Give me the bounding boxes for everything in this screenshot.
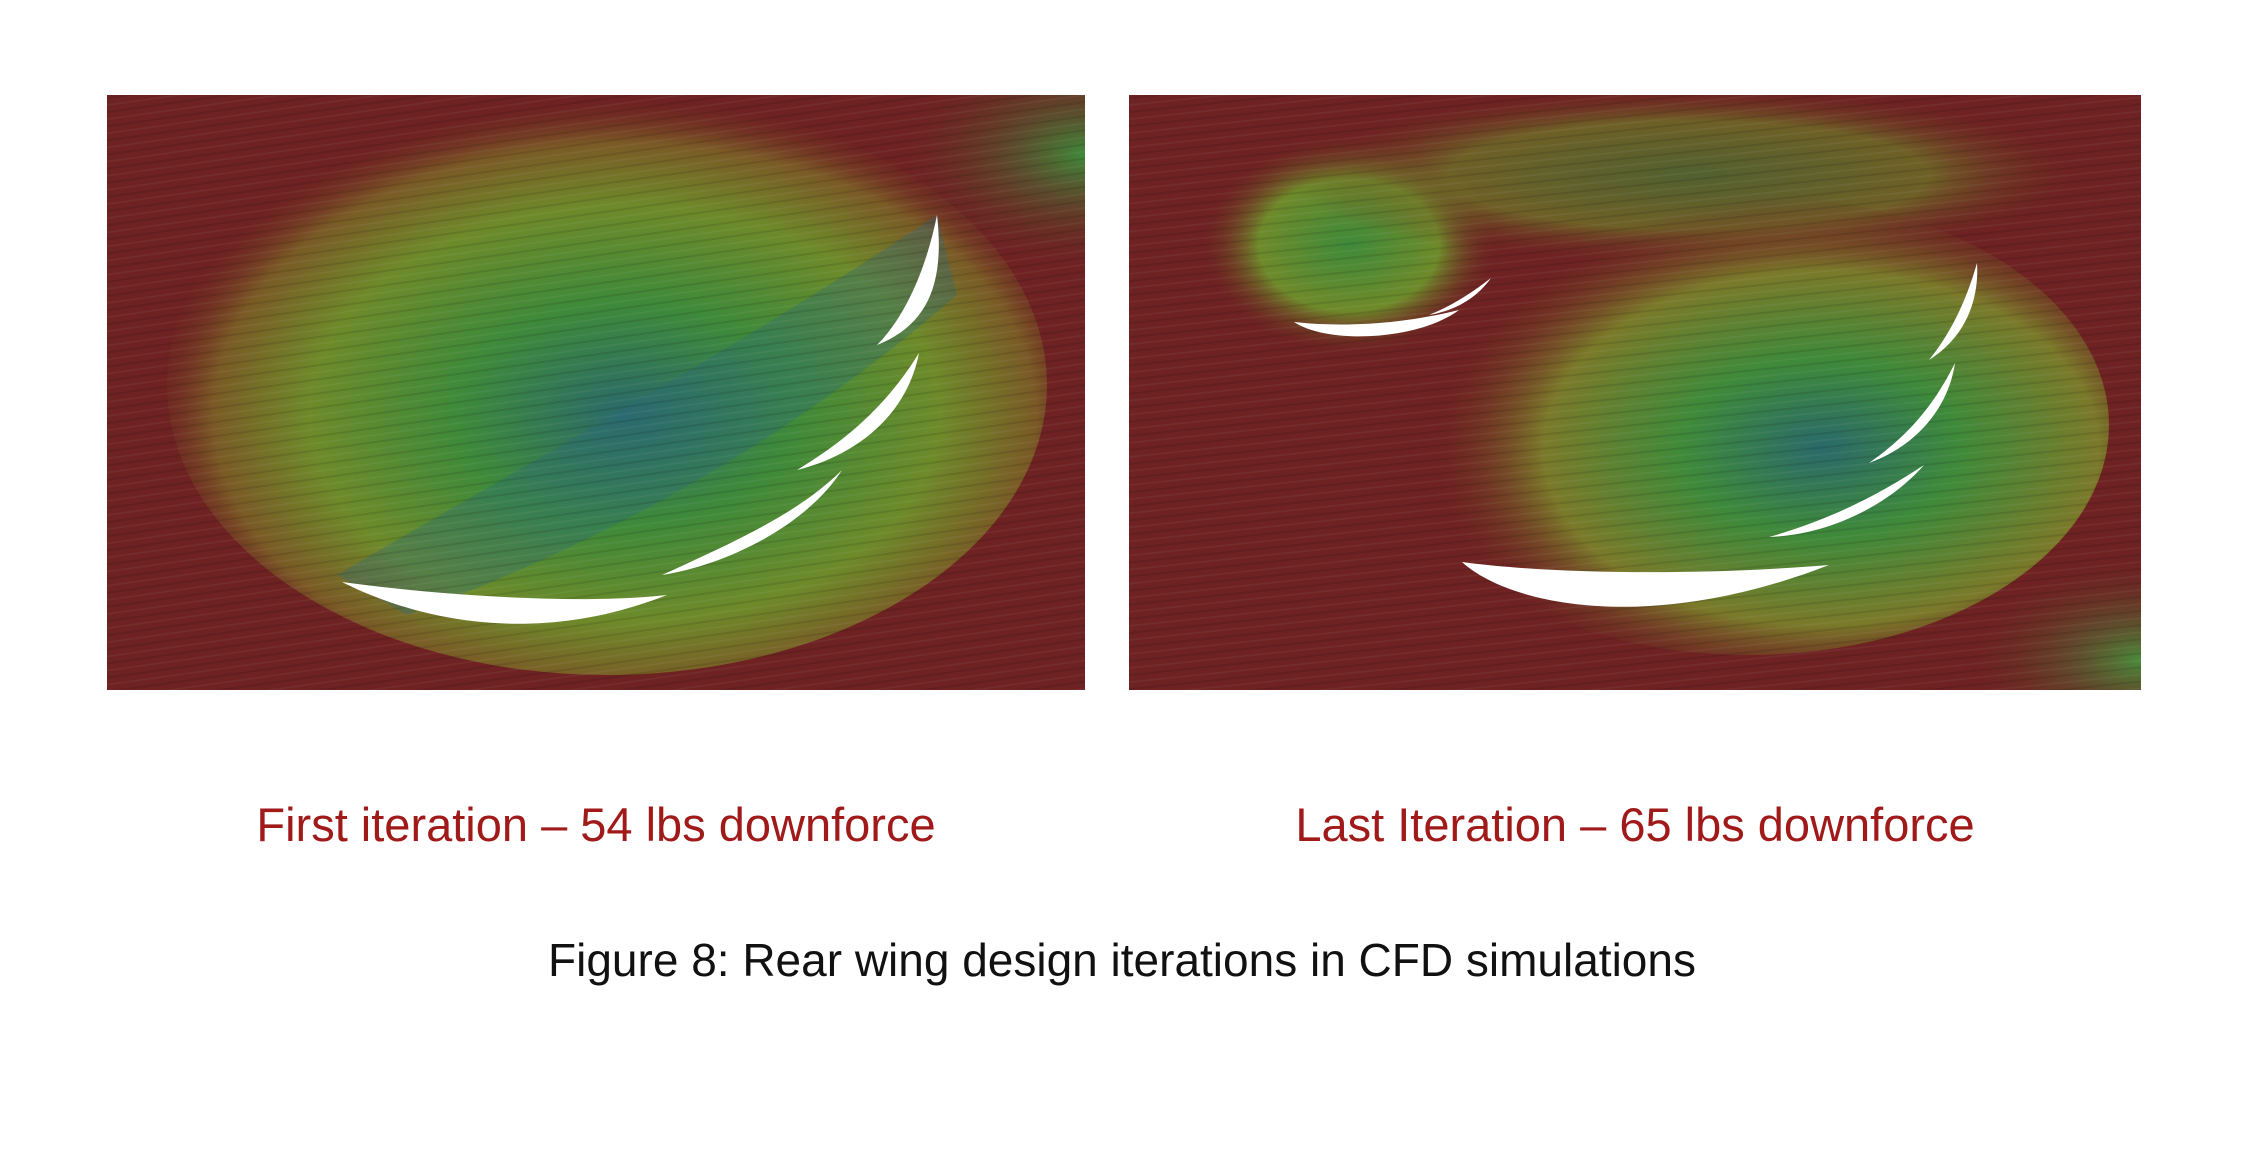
last-iteration-caption: Last Iteration – 65 lbs downforce: [1295, 798, 1975, 851]
cfd-image-first-iteration: [107, 95, 1085, 690]
cfd-image-last-iteration: [1129, 95, 2141, 690]
first-iteration-caption: First iteration – 54 lbs downforce: [256, 798, 936, 851]
figure-caption: Figure 8: Rear wing design iterations in…: [548, 934, 1696, 986]
